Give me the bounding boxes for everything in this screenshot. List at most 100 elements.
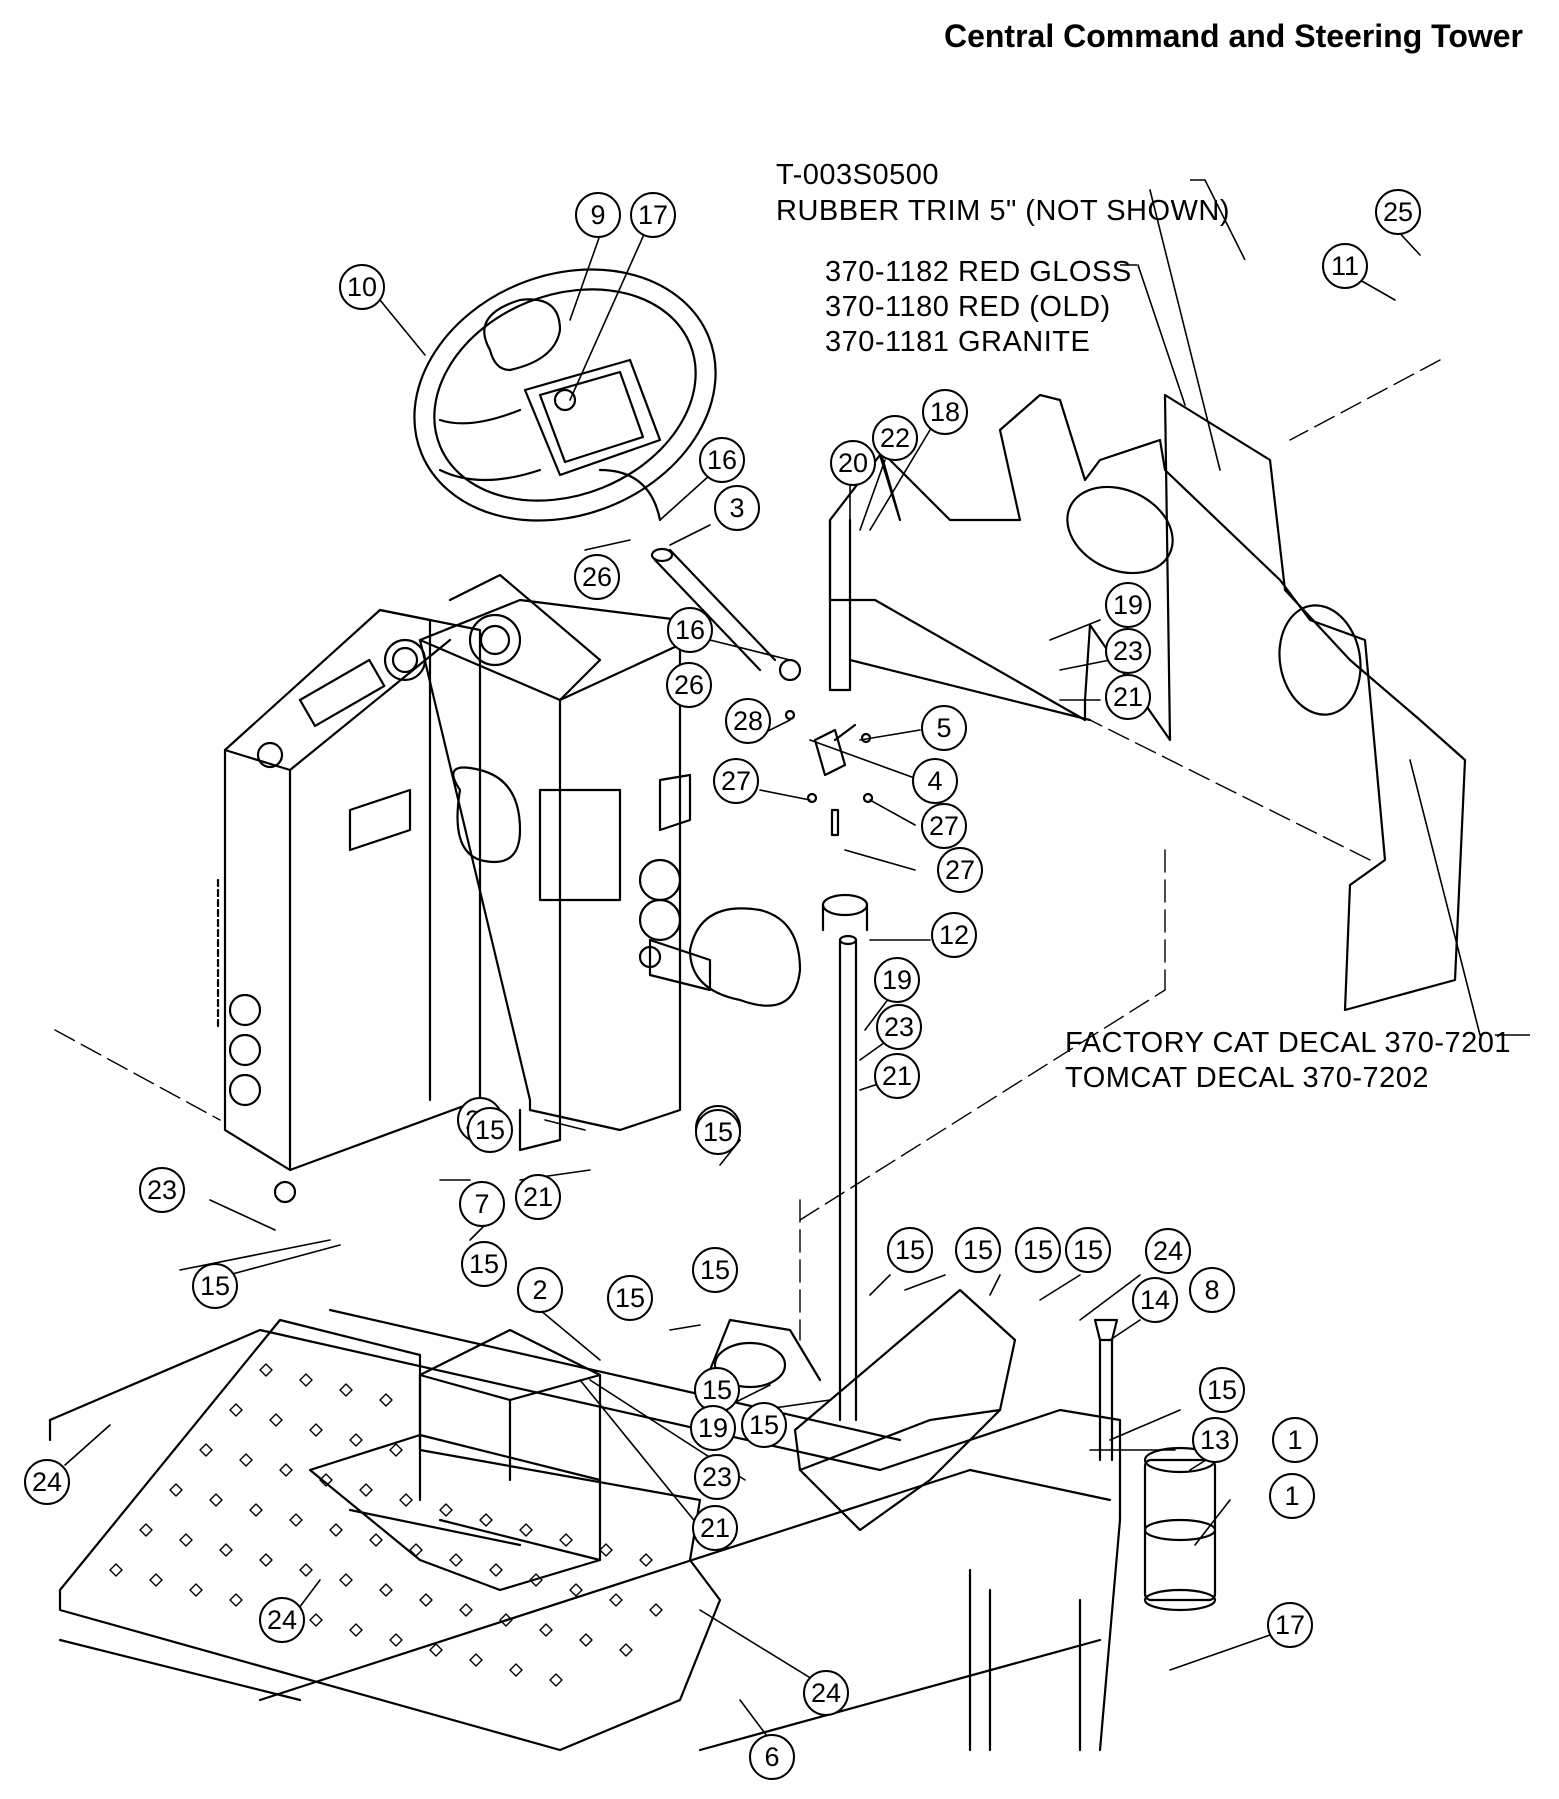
callout-label: 26 bbox=[582, 562, 612, 592]
note-trim-desc: RUBBER TRIM 5" (NOT SHOWN) bbox=[776, 195, 1230, 227]
callout-10: 10 bbox=[339, 264, 385, 310]
callout-23: 23 bbox=[694, 1454, 740, 1500]
callout-circle bbox=[1269, 1473, 1315, 1519]
callout-15: 15 bbox=[741, 1402, 787, 1448]
callout-label: 19 bbox=[1113, 590, 1143, 620]
callout-15: 15 bbox=[695, 1109, 741, 1155]
callout-label: 15 bbox=[1023, 1235, 1053, 1265]
callout-7: 7 bbox=[459, 1181, 505, 1227]
callout-circle bbox=[695, 1109, 741, 1155]
callout-label: 6 bbox=[764, 1742, 779, 1772]
callout-28: 28 bbox=[725, 698, 771, 744]
callout-label: 14 bbox=[1140, 1285, 1170, 1315]
callout-label: 26 bbox=[674, 670, 704, 700]
page-title: Central Command and Steering Tower bbox=[943, 18, 1523, 54]
dash-panel-tower bbox=[216, 608, 482, 1204]
callout-2: 2 bbox=[517, 1267, 563, 1313]
callout-circle bbox=[1189, 1267, 1235, 1313]
callout-6: 6 bbox=[749, 1734, 795, 1780]
callout-label: 19 bbox=[882, 965, 912, 995]
callout-circle bbox=[876, 1004, 922, 1050]
callout-label: 21 bbox=[700, 1513, 730, 1543]
callout-label: 15 bbox=[469, 1249, 499, 1279]
callout-label: 19 bbox=[698, 1413, 728, 1443]
callout-circle bbox=[339, 264, 385, 310]
callout-circle bbox=[1199, 1367, 1245, 1413]
callout-label: 15 bbox=[895, 1235, 925, 1265]
callout-circle bbox=[912, 758, 958, 804]
note-decal-1: FACTORY CAT DECAL 370-7201 bbox=[1065, 1027, 1511, 1059]
callout-circle bbox=[1145, 1228, 1191, 1274]
callout-13: 13 bbox=[1192, 1417, 1238, 1463]
callout-25: 25 bbox=[1375, 189, 1421, 235]
callout-circle bbox=[937, 847, 983, 893]
callout-15: 15 bbox=[607, 1275, 653, 1321]
callout-circle bbox=[1322, 243, 1368, 289]
bumpers bbox=[1093, 1318, 1217, 1612]
callout-15: 15 bbox=[887, 1227, 933, 1273]
callout-24: 24 bbox=[1145, 1228, 1191, 1274]
callout-15: 15 bbox=[1015, 1227, 1061, 1273]
callout-14: 14 bbox=[1132, 1277, 1178, 1323]
callout-label: 17 bbox=[638, 200, 668, 230]
callout-label: 1 bbox=[1284, 1481, 1299, 1511]
callout-circle bbox=[714, 485, 760, 531]
callout-circle bbox=[459, 1181, 505, 1227]
callout-label: 23 bbox=[1113, 636, 1143, 666]
callout-label: 21 bbox=[882, 1061, 912, 1091]
callout-circle bbox=[517, 1267, 563, 1313]
callout-21: 21 bbox=[874, 1053, 920, 1099]
callout-21: 21 bbox=[1105, 674, 1151, 720]
callout-circle bbox=[467, 1107, 513, 1153]
callout-label: 15 bbox=[749, 1410, 779, 1440]
callout-27: 27 bbox=[937, 847, 983, 893]
callout-circle bbox=[1015, 1227, 1061, 1273]
callout-circle bbox=[1375, 189, 1421, 235]
callout-3: 3 bbox=[714, 485, 760, 531]
callout-label: 28 bbox=[733, 706, 763, 736]
callout-circle bbox=[690, 1405, 736, 1451]
callout-label: 4 bbox=[927, 766, 942, 796]
callout-label: 21 bbox=[523, 1182, 553, 1212]
callout-circle bbox=[1272, 1417, 1318, 1463]
callout-24: 24 bbox=[259, 1597, 305, 1643]
callout-circle bbox=[713, 758, 759, 804]
callout-label: 24 bbox=[267, 1605, 297, 1635]
callout-label: 27 bbox=[929, 811, 959, 841]
callout-21: 21 bbox=[515, 1174, 561, 1220]
callout-23: 23 bbox=[139, 1167, 185, 1213]
callout-label: 27 bbox=[721, 766, 751, 796]
callout-20: 20 bbox=[830, 440, 876, 486]
callout-19: 19 bbox=[874, 957, 920, 1003]
callout-23: 23 bbox=[1105, 628, 1151, 674]
callout-label: 27 bbox=[945, 855, 975, 885]
callout-15: 15 bbox=[955, 1227, 1001, 1273]
callout-15: 15 bbox=[461, 1241, 507, 1287]
control-box bbox=[308, 1328, 602, 1592]
foot-pedal bbox=[708, 1288, 1017, 1532]
callout-label: 16 bbox=[675, 615, 705, 645]
leader-lines bbox=[64, 189, 1481, 1741]
callout-label: 15 bbox=[963, 1235, 993, 1265]
callout-label: 18 bbox=[930, 397, 960, 427]
callout-circle bbox=[1065, 1227, 1111, 1273]
callout-label: 15 bbox=[1073, 1235, 1103, 1265]
callout-label: 8 bbox=[1204, 1275, 1219, 1305]
callout-circle bbox=[741, 1402, 787, 1448]
callout-circle bbox=[574, 554, 620, 600]
callout-label: 21 bbox=[1113, 682, 1143, 712]
callout-23: 23 bbox=[876, 1004, 922, 1050]
callout-circle bbox=[515, 1174, 561, 1220]
callout-label: 15 bbox=[200, 1271, 230, 1301]
callout-circle bbox=[872, 415, 918, 461]
callout-1: 1 bbox=[1272, 1417, 1318, 1463]
callout-circle bbox=[139, 1167, 185, 1213]
callout-26: 26 bbox=[666, 662, 712, 708]
callout-circle bbox=[192, 1263, 238, 1309]
callout-label: 15 bbox=[702, 1375, 732, 1405]
callout-label: 9 bbox=[590, 200, 605, 230]
callout-21: 21 bbox=[692, 1505, 738, 1551]
callout-label: 17 bbox=[1275, 1610, 1305, 1640]
note-trim-part: T-003S0500 bbox=[776, 159, 939, 191]
